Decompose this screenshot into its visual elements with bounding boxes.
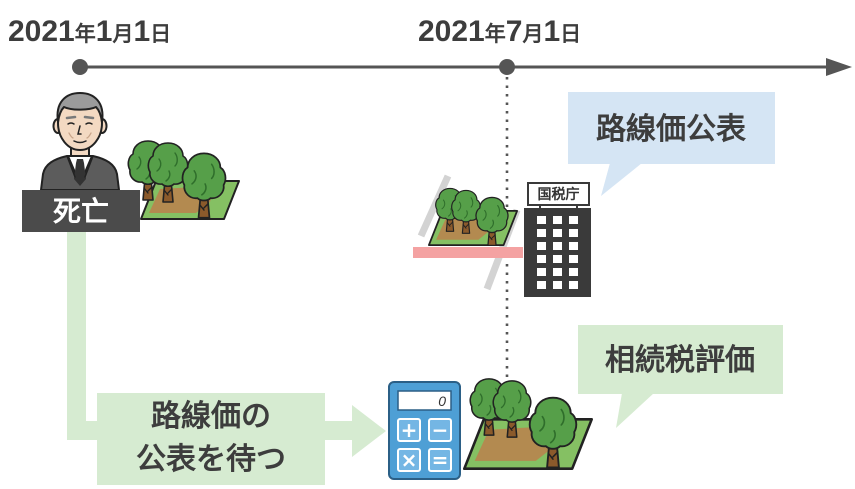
arrow-right-icon — [826, 58, 852, 76]
window — [569, 255, 578, 263]
death-label: 死亡 — [22, 190, 140, 232]
window — [537, 255, 546, 263]
window — [569, 216, 578, 224]
date-number: 1 — [543, 15, 561, 48]
tax-office-building-icon: 国税庁 — [524, 182, 591, 297]
calculator-key-times-label: × — [401, 448, 418, 472]
announcement-bubble: 路線価公表 — [568, 92, 775, 196]
elderly-man-icon — [40, 92, 120, 191]
trees-on-land-icon — [463, 378, 593, 470]
calculator-key-times — [397, 448, 421, 472]
window — [569, 229, 578, 237]
window — [553, 229, 562, 237]
nose — [77, 125, 82, 135]
date-unit: 年 — [484, 23, 506, 46]
tax-office-sign — [527, 182, 590, 206]
tax-office-scene: 国税庁 — [413, 174, 591, 297]
date-number: 7 — [505, 15, 523, 48]
wait-box: 路線価の 公表を待つ — [97, 393, 325, 485]
necktie — [74, 159, 86, 186]
mouth — [73, 140, 87, 144]
date-unit: 月 — [112, 23, 134, 46]
wait-box-line-2: 公表を待つ — [136, 443, 286, 476]
announcement-bubble-tail — [601, 163, 642, 196]
window — [569, 242, 578, 250]
window — [569, 268, 578, 276]
window — [553, 255, 562, 263]
window — [537, 216, 546, 224]
tax-office-sign-text: 国税庁 — [538, 186, 580, 202]
calculator-key-minus — [428, 418, 452, 442]
window — [553, 216, 562, 224]
window — [553, 242, 562, 250]
valuation-bubble-bg — [578, 325, 783, 394]
death-label-bg — [22, 190, 140, 232]
building-windows — [537, 216, 578, 289]
valuation-bubble-text: 相続税評価 — [605, 343, 755, 377]
valuation-bubble-tail — [616, 393, 654, 428]
mid-date-marker — [499, 59, 515, 75]
calculator-key-equals — [428, 448, 452, 472]
window — [553, 281, 562, 289]
eyes — [67, 122, 93, 125]
announcement-bubble-text: 路線価公表 — [596, 112, 746, 146]
calculator-key-equals-label: = — [432, 448, 449, 472]
calculator-key-minus-label: − — [432, 418, 449, 442]
mid-date-label: 2021年7月1日 — [418, 17, 581, 50]
window — [569, 281, 578, 289]
date-unit: 日 — [150, 23, 172, 46]
break-mark-left — [417, 174, 452, 238]
wait-box-bg — [97, 393, 325, 485]
wait-box-line-1: 路線価の — [151, 399, 271, 433]
date-unit: 年 — [74, 23, 96, 46]
calculator-icon: 0 + − × = — [388, 381, 461, 480]
date-unit: 日 — [560, 23, 582, 46]
highlight-bar — [413, 247, 523, 258]
calculator-display — [397, 390, 452, 411]
start-date-label: 2021年1月1日 — [8, 17, 171, 50]
eyebrows — [65, 115, 95, 120]
grey-hair — [56, 92, 104, 123]
start-date-marker — [72, 59, 88, 75]
trees-on-land-icon — [428, 187, 518, 247]
date-number: 2021 — [418, 15, 485, 48]
trees-on-land-icon — [127, 140, 240, 220]
window — [537, 268, 546, 276]
calculator-key-plus — [397, 418, 421, 442]
announcement-bubble-bg — [568, 92, 775, 164]
window — [537, 229, 546, 237]
date-unit: 月 — [522, 23, 544, 46]
wrinkles — [68, 132, 92, 139]
date-number: 1 — [95, 15, 113, 48]
death-label-text: 死亡 — [53, 196, 109, 227]
window — [553, 268, 562, 276]
window — [537, 242, 546, 250]
date-number: 2021 — [8, 15, 75, 48]
valuation-bubble: 相続税評価 — [578, 325, 783, 428]
calculator-display-value: 0 — [438, 393, 446, 409]
suit-lapels — [66, 155, 94, 178]
timeline — [72, 58, 852, 76]
date-number: 1 — [133, 15, 151, 48]
window — [537, 281, 546, 289]
calculator-key-plus-label: + — [401, 418, 418, 442]
